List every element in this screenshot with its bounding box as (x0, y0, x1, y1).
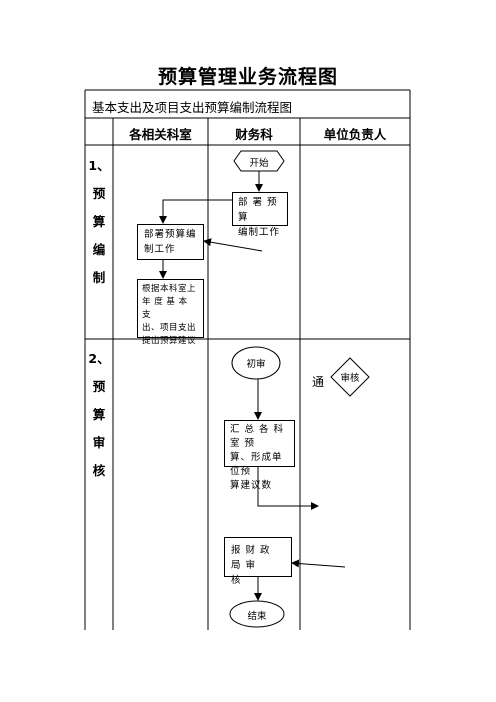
page-title: 预算管理业务流程图 (157, 66, 338, 88)
column-header-finance: 财务科 (235, 127, 273, 142)
review-diamond (330, 357, 370, 397)
stage-1-label: 1、 预 算 编 制 (88, 158, 110, 285)
pass-label: 通 (311, 375, 324, 389)
first-review-ellipse (231, 346, 281, 380)
report-node: 报 财 政 局 审 核 (224, 537, 292, 586)
arrow-summarize-to-leader (257, 467, 319, 510)
propose-node: 根据本科室上 年 度 基 本 支 出、项目支出 提出预算建议 (137, 279, 204, 346)
column-header-dept: 各相关科室 (129, 127, 192, 142)
column-header-leader: 单位负责人 (323, 127, 387, 142)
review-label: 审核 (340, 373, 360, 384)
summarize-node: 汇 总 各 科 室 预 算、形成单位预 算建议数 (224, 420, 295, 491)
first-review-label: 初审 (246, 359, 266, 370)
start-hexagon (233, 150, 285, 172)
stage-2-label: 2、 预 算 审 核 (88, 351, 110, 478)
arrow-deploy-to-dept (159, 199, 232, 224)
deploy-dept-node: 部署预算编 制工作 (137, 224, 204, 260)
deploy-finance-node: 部 署 预 算 编制工作 (232, 192, 288, 238)
end-ellipse (229, 600, 285, 628)
table-grid (84, 89, 411, 630)
end-node-label: 结束 (247, 611, 267, 622)
subtitle: 基本支出及项目支出预算编制流程图 (92, 100, 293, 115)
arrow-leader-to-report (291, 559, 346, 568)
arrow-into-dept-deploy (203, 238, 263, 252)
start-node-label: 开始 (249, 158, 269, 169)
